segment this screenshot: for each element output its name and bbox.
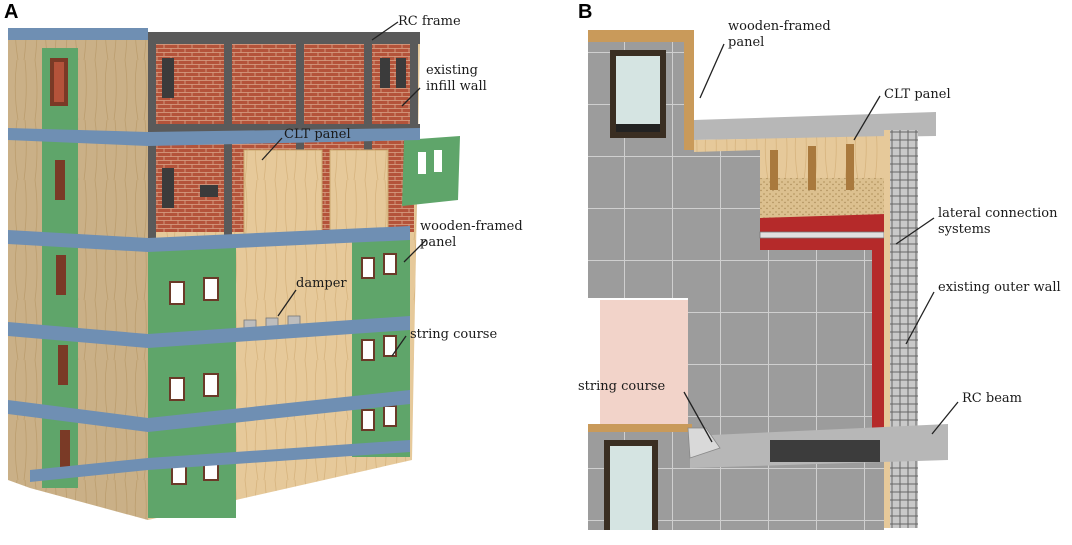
- wooden-framed-panel-hanging: [402, 136, 460, 206]
- label-wooden-framed-b-1: wooden-framed: [728, 19, 831, 34]
- leader-wooden-framed-b: [699, 43, 725, 99]
- label-string-course-b: string course: [578, 379, 665, 394]
- clt-panel-a1: [243, 149, 323, 243]
- label-rc-beam: RC beam: [962, 391, 1022, 406]
- panel-b-letter: B: [578, 1, 592, 23]
- green-panel-right-lower: [352, 232, 410, 457]
- leader-wooden-framed-a: [403, 239, 427, 263]
- insulation-pink: [600, 300, 688, 428]
- clt-panel-a2: [329, 149, 389, 243]
- string-course-b: [687, 427, 721, 459]
- string-courses: [8, 28, 420, 482]
- concrete-slab-top: [694, 112, 936, 140]
- leader-clt-panel-b: [853, 95, 881, 141]
- leader-lateral-connection: [895, 217, 935, 245]
- leader-damper: [277, 289, 297, 317]
- lateral-connection-rail: [759, 231, 885, 239]
- mineral-wool: [760, 178, 886, 218]
- wooden-frame-lower: [588, 424, 692, 432]
- leader-rc-beam: [931, 401, 959, 435]
- label-infill-wall: infill wall: [426, 79, 487, 94]
- leader-string-course-b: [683, 391, 713, 443]
- label-wooden-framed-b-2: panel: [728, 35, 764, 50]
- existing-outer-wall: [890, 130, 918, 528]
- leader-rc-frame: [371, 21, 399, 41]
- label-wooden-framed-a-1: wooden-framed: [420, 219, 523, 234]
- label-wooden-framed-a-2: panel: [420, 235, 456, 250]
- windows-lower: [169, 253, 397, 485]
- label-lateral-connection-1: lateral connection: [938, 206, 1058, 221]
- panel-b-illustration: [588, 30, 948, 530]
- wooden-frame-edge: [588, 30, 692, 42]
- panel-a-letter: A: [4, 1, 18, 23]
- green-panel-left-lower: [148, 248, 236, 518]
- label-clt-panel-a: CLT panel: [284, 127, 351, 142]
- panel-a-labels: A RC frame existing infill wall CLT pane…: [4, 1, 523, 357]
- label-existing: existing: [426, 63, 478, 78]
- leader-existing-outer-wall: [905, 291, 935, 345]
- leader-clt-panel-a: [261, 137, 283, 161]
- label-damper: damper: [296, 276, 347, 291]
- panel-a-illustration: [8, 28, 460, 520]
- label-string-course-a: string course: [410, 327, 497, 342]
- leader-string-course-a: [391, 335, 407, 357]
- label-lateral-connection-2: systems: [938, 222, 991, 237]
- panel-b-labels: B wooden-framed panel CLT panel lateral …: [578, 1, 1061, 443]
- leader-infill-wall: [401, 87, 421, 107]
- label-clt-panel-b: CLT panel: [884, 87, 951, 102]
- label-existing-outer-wall: existing outer wall: [938, 280, 1061, 295]
- label-rc-frame: RC frame: [398, 14, 461, 29]
